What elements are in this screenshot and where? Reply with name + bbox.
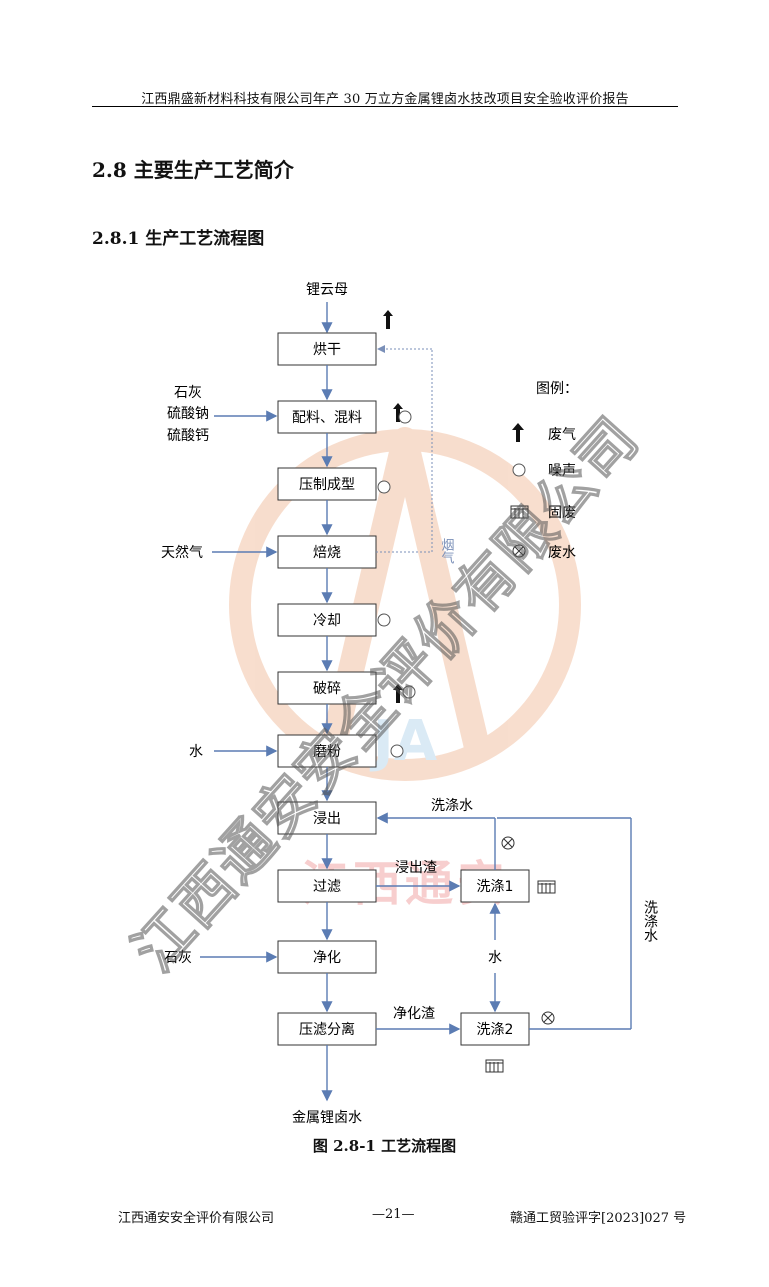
input-lime: 石灰 [174, 385, 202, 401]
flue-gas-recycle [376, 345, 433, 553]
step-crush: 破碎 [313, 681, 341, 697]
input-natural-gas: 天然气 [161, 544, 203, 561]
step-purify: 净化 [313, 950, 341, 966]
input-top-label: 锂云母 [306, 282, 348, 298]
wash1-label: 洗涤1 [477, 879, 514, 895]
section-heading: 2.8 主要生产工艺简介 [92, 158, 294, 182]
input-water-grind: 水 [189, 744, 203, 760]
running-header: 江西鼎盛新材料科技有限公司年产 30 万立方金属锂卤水技改项目安全验收评价报告 [141, 92, 629, 107]
legend-exhaust-icon [512, 423, 524, 442]
watermark-logo-letters: JA [369, 709, 438, 774]
legend-title: 图例： [536, 381, 578, 397]
step-box-leach [277, 801, 377, 835]
legend-solid-waste-icon [510, 505, 529, 519]
step-box-grind [277, 734, 377, 768]
footer-report-number: 赣通工贸验评字[2023]027 号 [510, 1211, 687, 1226]
figure-caption: 图 2.8-1 工艺流程图 [312, 1137, 457, 1155]
watermark-logo: JA 江西通安 [229, 427, 581, 912]
noise-icon [377, 410, 416, 758]
step-mix: 配料、混料 [292, 410, 362, 426]
input-sodium-sulfate: 硫酸钠 [167, 406, 209, 422]
output-bottom-label: 金属锂卤水 [292, 1110, 362, 1126]
exhaust-gas-icon [383, 310, 403, 703]
input-lime-purify: 石灰 [164, 950, 192, 966]
step-box-press [277, 467, 377, 501]
legend-waste-water-icon [512, 544, 526, 558]
footer-page-number: —21— [372, 1207, 415, 1222]
header-rule [92, 106, 678, 107]
footer-company: 江西通安安全评价有限公司 [118, 1211, 275, 1226]
step-box-crush [277, 671, 377, 705]
step-cool: 冷却 [313, 613, 341, 629]
step-grind: 磨粉 [313, 744, 341, 760]
step-box-purify [277, 940, 377, 974]
legend-noise-label: 噪声 [548, 463, 576, 479]
legend-solid-waste-label: 固废 [548, 505, 576, 521]
legend-noise-icon [512, 463, 526, 477]
wash2-box [460, 1012, 530, 1046]
step-box-mix [277, 400, 377, 434]
leach-residue-label: 浸出渣 [395, 860, 437, 876]
step-dry: 烘干 [313, 342, 341, 358]
step-box-filter [277, 869, 377, 903]
step-box-cool [277, 603, 377, 637]
legend-exhaust-label: 废气 [548, 427, 576, 443]
step-filter: 过滤 [313, 879, 341, 895]
step-press-filter: 压滤分离 [299, 1021, 355, 1038]
legend: 图例： 废气 噪声 固废 废水 [510, 381, 578, 561]
process-steps: 烘干 配料、混料 压制成型 焙烧 冷却 破碎 磨粉 浸出 过滤 净化 压滤分离 [277, 332, 377, 1046]
process-flow-diagram: JA 江西通安 锂云母 烘干 配料、混料 压制成型 焙烧 冷却 破碎 磨粉 浸出… [119, 282, 658, 1126]
water-mid-label: 水 [488, 950, 502, 966]
waste-water-icon [501, 836, 555, 1025]
legend-waste-water-label: 废水 [548, 545, 576, 561]
wash-water-top-label: 洗涤水 [431, 798, 473, 814]
purify-residue-label: 净化渣 [393, 1006, 435, 1022]
step-roast: 焙烧 [313, 545, 341, 561]
step-leach: 浸出 [313, 811, 341, 827]
solid-waste-icon [485, 880, 556, 1073]
input-calcium-sulfate: 硫酸钙 [167, 428, 209, 444]
wash-water-side-label: 洗涤水 [642, 900, 658, 942]
step-box-press-filter [277, 1012, 377, 1046]
wash2-label: 洗涤2 [477, 1022, 514, 1038]
step-box-roast [277, 535, 377, 569]
step-press: 压制成型 [299, 477, 355, 493]
subsection-heading: 2.8.1 生产工艺流程图 [92, 229, 265, 249]
flue-gas-label: 烟气 [439, 538, 455, 564]
